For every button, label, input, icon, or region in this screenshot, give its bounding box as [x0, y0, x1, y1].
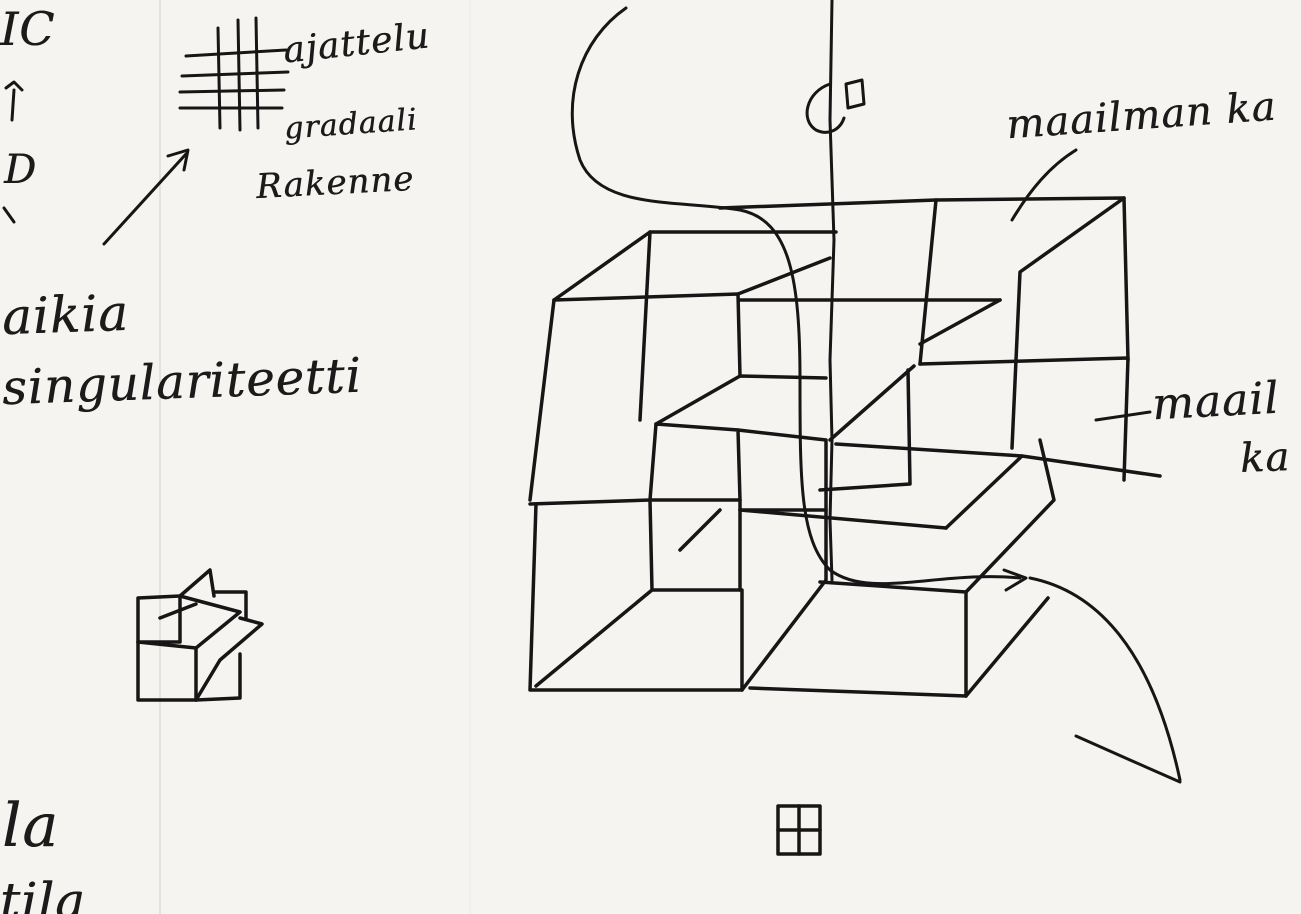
- label-pointer-lines: [1012, 150, 1150, 420]
- hash-grid-symbol: [180, 18, 288, 130]
- curved-flow-line: [572, 8, 1180, 782]
- small-cubes-symbol: [138, 570, 262, 700]
- cube-lattice-sketch: [530, 198, 1160, 696]
- vertical-axis-line: [807, 0, 864, 580]
- left-edge-marks: [4, 82, 22, 222]
- window-symbol: [778, 806, 820, 854]
- arrow-to-grid: [104, 150, 188, 244]
